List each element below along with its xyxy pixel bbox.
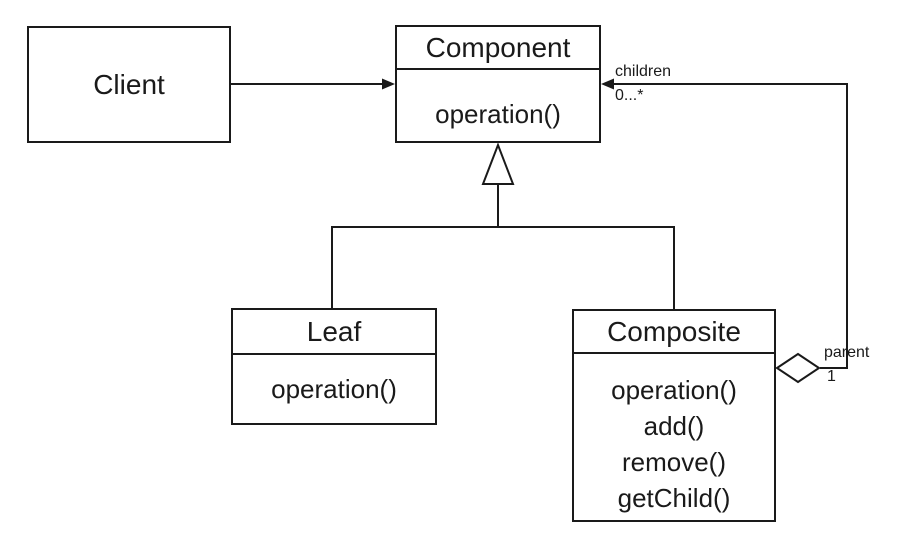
class-name-client: Client <box>93 68 165 100</box>
parent-label: parent <box>824 344 870 361</box>
class-methods-component: operation() <box>397 70 599 141</box>
class-name-component: Component <box>397 27 599 70</box>
class-name-leaf: Leaf <box>233 310 435 355</box>
inheritance-triangle-icon <box>481 142 515 185</box>
class-methods-composite: operation() add() remove() getChild() <box>574 354 774 520</box>
method-row: getChild() <box>617 483 731 513</box>
method-row: operation() <box>435 98 561 129</box>
children-label: children <box>615 63 672 80</box>
class-methods-leaf: operation() <box>233 355 435 423</box>
class-box-component: Component operation() <box>395 25 601 143</box>
class-box-leaf: Leaf operation() <box>231 308 437 425</box>
class-box-composite: Composite operation() add() remove() get… <box>572 309 776 522</box>
class-name-composite: Composite <box>574 311 774 354</box>
method-row: add() <box>643 411 705 441</box>
children-arrowhead-icon <box>601 78 614 90</box>
client-component-arrowhead-icon <box>382 78 395 90</box>
method-row: operation() <box>271 374 397 404</box>
children-multiplicity-label: 0...* <box>615 87 644 104</box>
method-row: operation() <box>611 375 737 405</box>
method-row: remove() <box>621 447 726 477</box>
parent-multiplicity-label: 1 <box>827 368 836 385</box>
aggregation-diamond-icon <box>775 352 821 384</box>
class-box-client: Client <box>27 26 231 143</box>
